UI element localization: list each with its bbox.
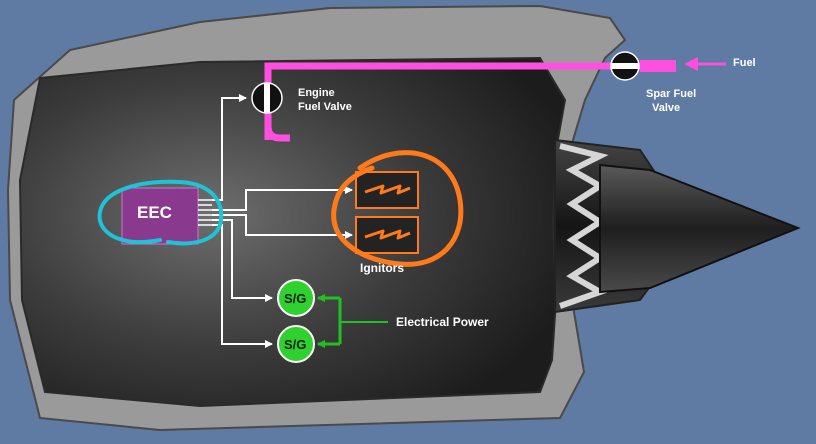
eec-to-sg-bottom-line <box>212 224 273 348</box>
exhaust-cone <box>599 163 801 294</box>
engine-fuel-valve-label-1: Engine <box>298 87 335 99</box>
eec-to-ignitor-1-line <box>212 186 353 211</box>
ignitor-spark-icon <box>364 184 411 195</box>
ignitor-1 <box>355 171 419 209</box>
ignitor-2 <box>355 216 419 254</box>
engine-fuel-valve-icon <box>251 82 283 114</box>
eec-label: EEC <box>137 203 172 222</box>
sg-top-label: S/G <box>284 291 306 306</box>
fuel-label: Fuel <box>733 57 756 69</box>
ignitors-label: Ignitors <box>360 261 404 275</box>
eec-highlight-circle <box>97 179 224 246</box>
starter-generator-top: S/G <box>277 279 315 317</box>
fuel-line-hook <box>264 108 290 142</box>
ignitors-highlight-circle <box>331 150 464 267</box>
sg-bottom-label: S/G <box>284 337 306 352</box>
engine-fuel-valve-label-2: Fuel Valve <box>298 101 352 113</box>
spar-fuel-valve-label-2: Valve <box>652 102 680 114</box>
electrical-power-label: Electrical Power <box>396 315 489 329</box>
spar-fuel-valve-label-1: Spar Fuel <box>646 88 696 100</box>
eec-to-ignitor-2-line <box>212 214 353 239</box>
starter-generator-bottom: S/G <box>277 325 315 363</box>
eec-connector-pins <box>198 199 212 226</box>
spar-fuel-valve-icon <box>610 51 640 81</box>
fuel-line-tail <box>640 60 676 72</box>
ignitor-spark-icon <box>364 229 411 240</box>
eec-box <box>121 187 199 245</box>
fuel-arrow-icon <box>684 57 698 71</box>
